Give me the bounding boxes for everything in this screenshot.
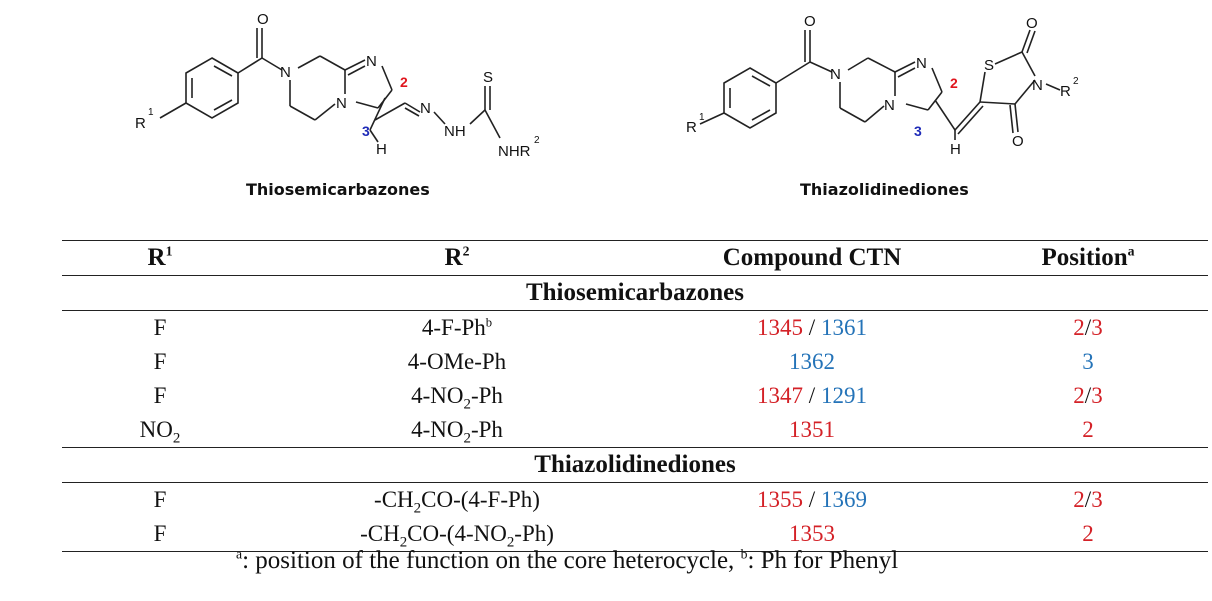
- r1-cell: F: [153, 315, 167, 340]
- r2-superscript: 2: [534, 135, 540, 146]
- position-cell: 2: [968, 517, 1208, 552]
- nitrogen-atom: N: [884, 97, 895, 114]
- nhr-group: NHR: [498, 143, 531, 160]
- compound-cell: 1355 / 1369: [757, 487, 867, 512]
- r-group: R: [1060, 83, 1071, 100]
- oxygen-atom: O: [1012, 133, 1024, 150]
- compound-cell: 1351: [789, 417, 835, 442]
- nitrogen-atom: N: [420, 100, 431, 117]
- thiosemicarbazone-structure: O N N N N NH S NHR 2 R 1 H 2 3 Thiosemic…: [135, 11, 540, 199]
- table-row: F 4-F-Phb 1345 / 1361 2/3: [62, 311, 1208, 346]
- oxygen-atom: O: [804, 13, 816, 30]
- position-cell: 2/3: [1073, 383, 1103, 408]
- nitrogen-atom: N: [280, 64, 291, 81]
- table-footnote: a: position of the function on the core …: [236, 546, 899, 574]
- position-cell: 2/3: [1073, 315, 1103, 340]
- hydrogen-atom: H: [376, 141, 387, 158]
- oxygen-atom: O: [257, 11, 269, 28]
- r1-cell: F: [153, 487, 167, 512]
- position-3-label: 3: [914, 123, 922, 139]
- compound-cell: 1345 / 1361: [757, 315, 867, 340]
- position-cell: 2/3: [1073, 487, 1103, 512]
- compound-cell: 1362: [789, 349, 835, 374]
- r2-cell: 4-OMe-Ph: [407, 349, 507, 374]
- chemical-structures: O N N N N NH S NHR 2 R 1 H 2 3 Thiosemic…: [0, 0, 1212, 215]
- r1-cell: F: [153, 383, 167, 408]
- nitrogen-atom: N: [1032, 77, 1043, 94]
- r-group: R: [135, 115, 146, 132]
- position-2-label: 2: [950, 75, 958, 91]
- header-compound: Compound CTN: [656, 240, 968, 276]
- header-position: Positiona: [968, 240, 1208, 276]
- r1-cell: NO2: [139, 417, 181, 447]
- r-group: R: [686, 119, 697, 136]
- r1-cell: F: [153, 349, 167, 374]
- oxygen-atom: O: [1026, 15, 1038, 32]
- section-thiazolidinediones: Thiazolidinediones: [62, 447, 1208, 483]
- compound-cell: 1353: [656, 517, 968, 552]
- compound-cell: 1347 / 1291: [757, 383, 867, 408]
- thiazolidinediones-label: Thiazolidinediones: [800, 180, 969, 199]
- compound-table: R1 R2 Compound CTN Positiona Thiosemicar…: [62, 240, 1208, 552]
- compound-table-wrapper: R1 R2 Compound CTN Positiona Thiosemicar…: [62, 240, 1208, 552]
- table-header-row: R1 R2 Compound CTN Positiona: [62, 240, 1208, 276]
- section-thiosemicarbazones: Thiosemicarbazones: [62, 275, 1208, 311]
- r2-cell: 4-NO2-Ph: [411, 417, 503, 447]
- r1-cell: F: [62, 517, 258, 552]
- table-row: F -CH2CO-(4-F-Ph) 1355 / 1369 2/3: [62, 483, 1208, 518]
- thiosemicarbazones-label: Thiosemicarbazones: [246, 180, 430, 199]
- thiazolidinedione-structure: O O O N N N N S R 1 R 2 H 2 3 Thiazolidi…: [686, 13, 1079, 199]
- nitrogen-atom: N: [830, 66, 841, 83]
- sulfur-atom: S: [483, 69, 493, 86]
- r1-superscript: 1: [699, 112, 705, 123]
- r1-superscript: 1: [148, 107, 154, 118]
- nitrogen-atom: N: [366, 53, 377, 70]
- r2-cell: 4-F-Phb: [421, 315, 493, 340]
- table-row: F 4-OMe-Ph 1362 3: [62, 345, 1208, 379]
- structure-drawing: O N N N N NH S NHR 2 R 1 H 2 3 Thiosemic…: [135, 11, 1079, 199]
- section-row: Thiosemicarbazones: [62, 275, 1208, 311]
- position-cell: 2: [1082, 417, 1094, 442]
- sulfur-atom: S: [984, 57, 994, 74]
- table-row: F -CH2CO-(4-NO2-Ph) 1353 2: [62, 517, 1208, 552]
- header-r1: R1: [62, 240, 258, 276]
- table-row: NO2 4-NO2-Ph 1351 2: [62, 413, 1208, 448]
- section-row: Thiazolidinediones: [62, 447, 1208, 483]
- position-3-label: 3: [362, 123, 370, 139]
- r2-cell: -CH2CO-(4-F-Ph): [374, 487, 540, 517]
- hydrogen-atom: H: [950, 141, 961, 158]
- nitrogen-atom: N: [916, 55, 927, 72]
- r2-cell: 4-NO2-Ph: [411, 383, 503, 413]
- r2-superscript: 2: [1073, 76, 1079, 87]
- nitrogen-atom: N: [336, 95, 347, 112]
- r2-cell: -CH2CO-(4-NO2-Ph): [258, 517, 656, 552]
- table-row: F 4-NO2-Ph 1347 / 1291 2/3: [62, 379, 1208, 413]
- position-2-label: 2: [400, 74, 408, 90]
- position-cell: 3: [1082, 349, 1094, 374]
- nh-group: NH: [444, 123, 466, 140]
- header-r2: R2: [258, 240, 656, 276]
